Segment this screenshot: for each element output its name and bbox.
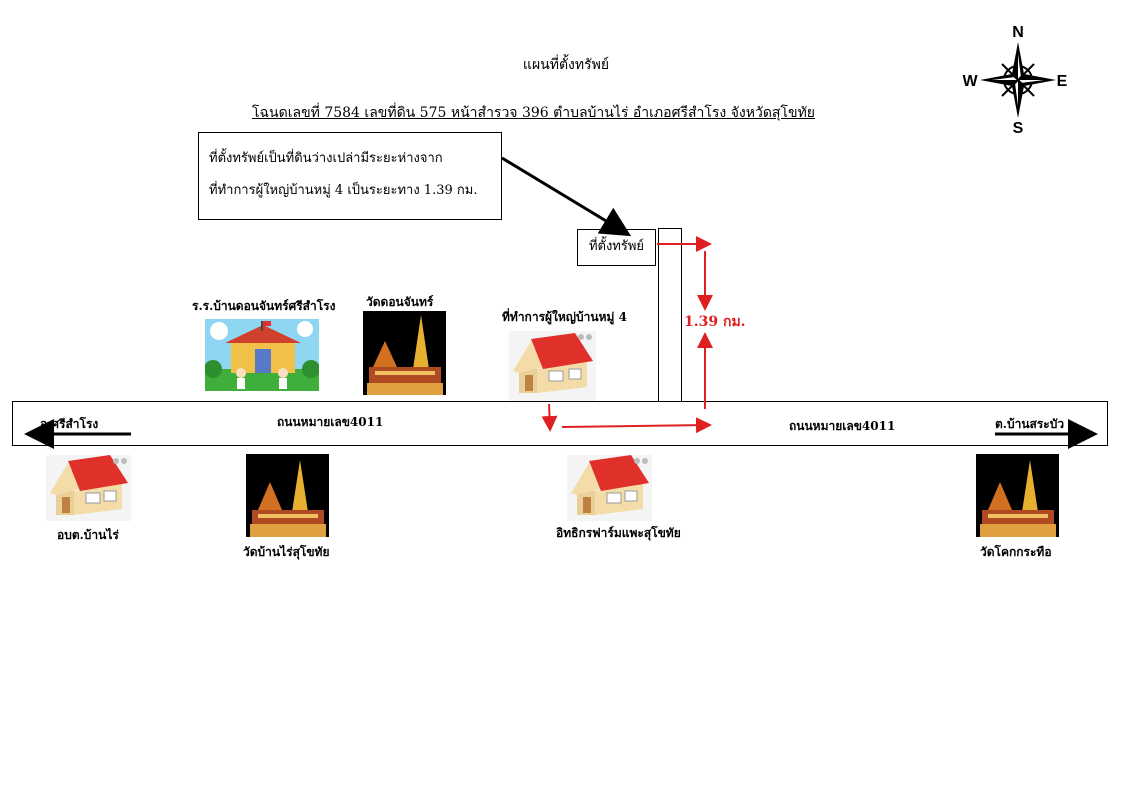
route-down-from-office	[541, 403, 558, 432]
distance-label: 1.39 กม.	[684, 314, 746, 330]
route-along-road	[561, 417, 712, 434]
temple-ban-rai-label: วัดบ้านไร่สุโขทัย	[243, 545, 330, 559]
main-road	[12, 401, 1108, 446]
temple-don-chan-label: วัดดอนจันทร์	[366, 295, 434, 309]
description-box: ที่ตั้งทรัพย์เป็นที่ดินว่างเปล่ามีระยะห่…	[198, 132, 502, 220]
road-label-west: ถนนหมายเลข4011	[277, 415, 384, 429]
sao-label: อบต.บ้านไร่	[57, 528, 119, 542]
compass-s: S	[1013, 120, 1024, 136]
temple-ban-rai-icon	[246, 454, 329, 537]
map-title: แผนที่ตั้งทรัพย์	[522, 57, 610, 73]
temple-khok-label: วัดโคกกระทือ	[980, 545, 1052, 559]
farm-house-icon	[567, 455, 652, 521]
school-icon	[205, 319, 319, 391]
headman-office-house-icon	[509, 331, 596, 401]
farm-label: อิทธิกรฟาร์มแพะสุโขทัย	[556, 526, 681, 540]
temple-don-chan-icon	[363, 311, 446, 395]
school-label: ร.ร.บ้านดอนจันทร์ศรีสำโรง	[192, 299, 336, 313]
compass-w: W	[962, 73, 978, 90]
road-label-east: ถนนหมายเลข4011	[789, 419, 896, 433]
compass-e: E	[1057, 73, 1068, 90]
temple-khok-icon	[976, 454, 1059, 537]
sao-house-icon	[46, 455, 131, 521]
pointer-arrow	[501, 156, 632, 237]
compass-rose-icon: N S W E	[962, 24, 1070, 137]
direction-east-label: ต.บ้านสระบัว	[995, 417, 1065, 431]
side-road	[658, 228, 682, 402]
description-line-1: ที่ตั้งทรัพย์เป็นที่ดินว่างเปล่ามีระยะห่…	[209, 151, 443, 166]
deed-subtitle: โฉนดเลขที่ 7584 เลขที่ดิน 575 หน้าสำรวจ …	[252, 105, 815, 121]
description-line-2: ที่ทำการผู้ใหญ่บ้านหมู่ 4 เป็นระยะทาง 1.…	[209, 183, 478, 198]
compass-n: N	[1012, 24, 1024, 41]
headman-office-label: ที่ทำการผู้ใหญ่บ้านหมู่ 4	[502, 310, 627, 324]
direction-west-label: อ.ศรีสำโรง	[40, 417, 99, 431]
